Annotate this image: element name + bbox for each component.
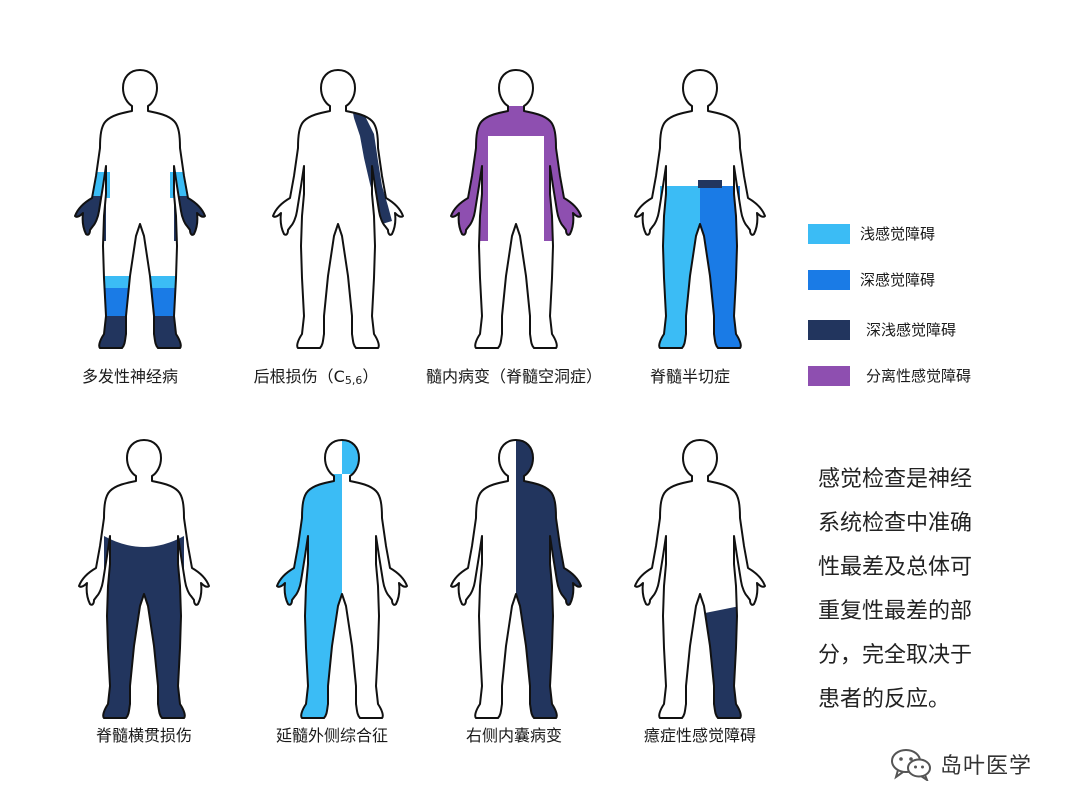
- note-line: 患者的反应。: [818, 687, 951, 712]
- caption-polyneuropathy: 多发性神经病: [81, 367, 178, 386]
- legend-swatch: [808, 366, 850, 386]
- body-outline: [276, 439, 408, 719]
- watermark-text: 岛叶医学: [940, 754, 1033, 779]
- wechat-icon: [891, 749, 931, 781]
- body-figure: [74, 69, 206, 349]
- figure-lateral-medullary: [272, 436, 412, 726]
- body-figure: [450, 439, 582, 719]
- note-line: 感觉检查是神经: [818, 467, 973, 492]
- legend-label: 深浅感觉障碍: [866, 321, 957, 339]
- region-calves-shallow: [100, 276, 180, 290]
- note-line: 性最差及总体可: [818, 555, 973, 580]
- legend-label: 深感觉障碍: [860, 271, 936, 289]
- body-outline: [78, 439, 210, 719]
- region-left-hip-combined: [698, 180, 722, 188]
- note-line: 重复性最差的部: [818, 599, 973, 624]
- figure-hysterical: [630, 436, 770, 726]
- figure-syringomyelia: [446, 66, 586, 356]
- figure-internal-capsule: [446, 436, 586, 726]
- caption-lateral-medullary: 延髓外侧综合征: [275, 726, 388, 745]
- body-figure: [78, 439, 210, 719]
- caption-posterior-root: 后根损伤（C5,6）: [216, 367, 416, 391]
- region-right-leg-shallow: [660, 186, 700, 348]
- region-feet-combined: [100, 316, 180, 348]
- region-left-leg-deep: [700, 186, 740, 348]
- legend-swatch: [808, 320, 850, 340]
- note-line: 系统检查中准确: [818, 511, 973, 536]
- legend-label: 浅感觉障碍: [860, 225, 936, 243]
- figure-posterior-root: [268, 66, 408, 356]
- body-outline: [450, 69, 582, 349]
- explanatory-note: 感觉检查是神经 系统检查中准确 性最差及总体可 重复性最差的部 分，完全取决于 …: [818, 458, 1008, 722]
- body-outline: [634, 439, 766, 719]
- caption-brown-sequard: 脊髓半切症: [649, 367, 730, 386]
- figure-brown-sequard: [630, 66, 770, 356]
- region-calves-deep: [100, 288, 180, 318]
- legend-swatch: [808, 224, 850, 244]
- caption-internal-capsule: 右侧内囊病变: [465, 726, 562, 745]
- caption-transverse: 脊髓横贯损伤: [95, 726, 192, 745]
- caption-hysterical: 癔症性感觉障碍: [643, 726, 756, 745]
- body-outline: [272, 69, 404, 349]
- watermark: 岛叶医学: [890, 744, 1032, 784]
- caption-posterior-root-end: ）: [362, 367, 379, 386]
- body-figure: [634, 439, 766, 719]
- legend-label: 分离性感觉障碍: [866, 367, 972, 385]
- caption-posterior-root-sub: 5,6: [344, 374, 363, 387]
- legend-swatch: [808, 270, 850, 290]
- figure-polyneuropathy: [70, 66, 210, 356]
- caption-syringomyelia: 髓内病变（脊髓空洞症）: [425, 367, 602, 386]
- caption-posterior-root-main: 后根损伤（C: [253, 367, 345, 386]
- region-lower-body-combined: [104, 536, 184, 718]
- body-outline: [450, 439, 582, 719]
- body-figure: [272, 69, 404, 349]
- body-outline: [74, 69, 206, 349]
- region-shoulders-dissociated: [451, 106, 581, 136]
- body-figure: [450, 69, 582, 349]
- body-figure: [634, 69, 766, 349]
- figure-transverse: [74, 436, 214, 726]
- note-line: 分，完全取决于: [818, 643, 973, 668]
- body-figure: [276, 439, 408, 719]
- body-outline: [634, 69, 766, 349]
